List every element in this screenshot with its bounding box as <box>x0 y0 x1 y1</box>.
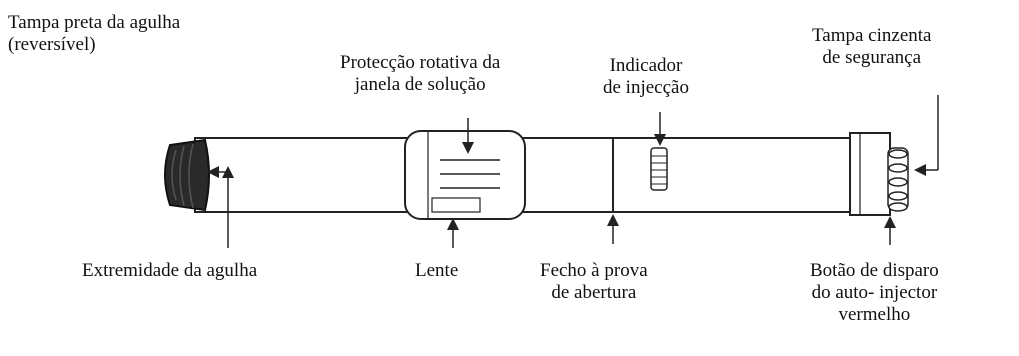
label-trigger-button: Botão de disparo do auto- injector verme… <box>810 260 939 326</box>
label-lens: Lente <box>415 260 458 282</box>
label-injection-indicator: Indicador de injecção <box>603 55 689 99</box>
injection-indicator-window <box>650 147 668 191</box>
leader-arrows <box>207 95 939 248</box>
label-line: Lente <box>415 260 459 281</box>
label-line: Tampa preta da agulha <box>8 12 181 33</box>
label-line: Botão de disparo <box>810 260 939 281</box>
label-line: janela de solução <box>354 74 486 95</box>
label-line: Tampa cinzenta <box>812 25 932 46</box>
rotating-window-guard <box>404 130 526 220</box>
label-grey-safety-cap: Tampa cinzenta de segurança <box>812 25 931 69</box>
label-line: vermelho <box>838 304 911 325</box>
black-needle-cap <box>164 138 210 212</box>
trigger-button <box>887 147 909 212</box>
label-line: (reversível) <box>8 34 96 55</box>
label-tamper-seal: Fecho à prova de abertura <box>540 260 648 304</box>
label-line: Extremidade da agulha <box>82 260 258 281</box>
label-needle-tip: Extremidade da agulha <box>82 260 257 282</box>
label-line: Protecção rotativa da <box>340 52 501 73</box>
injector-barrel <box>194 137 891 213</box>
grey-safety-cap <box>849 132 891 216</box>
label-black-needle-cap: Tampa preta da agulha (reversível) <box>8 12 180 56</box>
label-line: de abertura <box>551 282 637 303</box>
label-line: de injecção <box>603 77 689 98</box>
label-line: do auto- injector <box>811 282 938 303</box>
label-rotating-window-guard: Protecção rotativa da janela de solução <box>340 52 500 96</box>
label-line: Fecho à prova <box>540 260 648 281</box>
label-line: Indicador <box>609 55 683 76</box>
label-line: de segurança <box>822 47 922 68</box>
